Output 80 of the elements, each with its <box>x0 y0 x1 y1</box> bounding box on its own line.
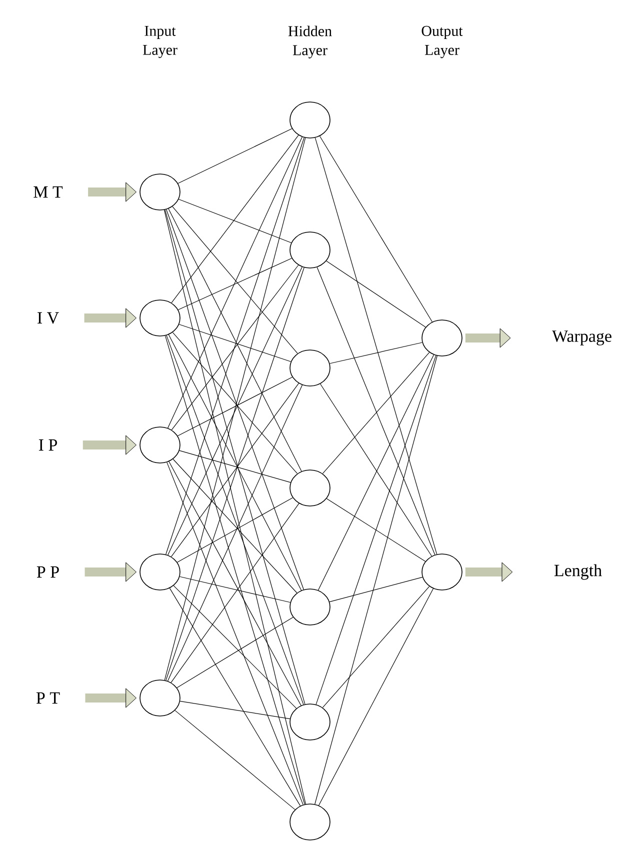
node-label: Warpage <box>552 330 612 346</box>
neuron-circle <box>290 350 330 386</box>
connection-line <box>171 264 299 430</box>
connection-line <box>179 450 291 483</box>
block-arrow <box>82 435 136 455</box>
neuron-circle <box>290 232 330 268</box>
connection-line <box>172 332 298 474</box>
connection-line <box>166 267 304 681</box>
node-label: P P <box>36 566 59 578</box>
connection-line <box>169 588 301 806</box>
connection-line <box>168 461 302 706</box>
connection-line <box>172 458 298 594</box>
connection-line <box>164 138 306 680</box>
connection-line <box>168 266 302 556</box>
node-label: I P <box>38 439 57 451</box>
connection-line <box>164 210 306 804</box>
connection-line <box>164 335 305 805</box>
connection-line <box>316 355 436 705</box>
neuron-circle <box>290 704 330 740</box>
block-arrow <box>84 562 136 582</box>
neuron-circle <box>140 554 180 590</box>
block-arrow <box>88 182 136 202</box>
block-arrow <box>84 308 136 328</box>
connection-line <box>314 138 438 554</box>
connection-line <box>322 586 430 708</box>
node-label: I V <box>38 312 59 324</box>
connection-line <box>174 710 296 810</box>
connection-line <box>166 209 304 590</box>
neuron-circle <box>140 680 180 716</box>
node-label: Length <box>554 564 602 580</box>
connection-line <box>179 576 291 603</box>
connection-line <box>170 383 300 557</box>
connection-line <box>173 585 297 709</box>
neuron-circle <box>290 804 330 840</box>
neuron-circle <box>290 588 330 626</box>
block-arrow <box>85 688 136 708</box>
neuron-circle <box>290 102 330 138</box>
connection-line <box>320 384 432 556</box>
node-label: P T <box>36 692 60 704</box>
connection-line <box>316 266 436 556</box>
neuron-circle <box>140 174 180 210</box>
connection-line <box>168 136 302 428</box>
connection-line <box>170 503 300 683</box>
connection-line <box>178 324 292 362</box>
connection-line <box>176 616 294 688</box>
node-label: M T <box>34 186 63 198</box>
connection-line <box>314 356 438 804</box>
connection-line <box>178 198 292 244</box>
neuron-circle <box>140 300 180 336</box>
connection-line <box>329 342 423 364</box>
block-arrow <box>465 562 513 582</box>
connection-line <box>168 208 302 472</box>
connection-line <box>319 136 433 322</box>
connection-line <box>326 498 426 562</box>
neuron-circle <box>422 320 462 356</box>
layer-heading: Hidden Layer <box>288 26 332 58</box>
connection-line <box>166 335 304 705</box>
connection-line <box>329 576 423 602</box>
connection-line <box>326 260 426 328</box>
connection-line <box>168 334 302 591</box>
connection-line <box>318 588 434 806</box>
connection-line <box>167 384 303 682</box>
neuron-circle <box>140 426 180 464</box>
layer-heading: Input Layer <box>142 26 178 58</box>
connection-line <box>177 376 293 436</box>
connection-line <box>177 497 293 563</box>
connection-line <box>171 134 299 304</box>
connection-line <box>318 354 434 590</box>
layer-heading: Output Layer <box>422 26 463 58</box>
connection-line <box>166 462 304 805</box>
block-arrow <box>465 328 511 348</box>
connection-line <box>166 137 304 555</box>
connection-line <box>180 700 290 720</box>
neuron-circle <box>422 554 462 590</box>
connection-line <box>178 258 292 310</box>
connection-line <box>172 206 298 354</box>
connection-line <box>178 128 292 184</box>
connection-line <box>164 210 306 704</box>
neuron-circle <box>290 470 330 506</box>
connection-line <box>322 352 430 474</box>
